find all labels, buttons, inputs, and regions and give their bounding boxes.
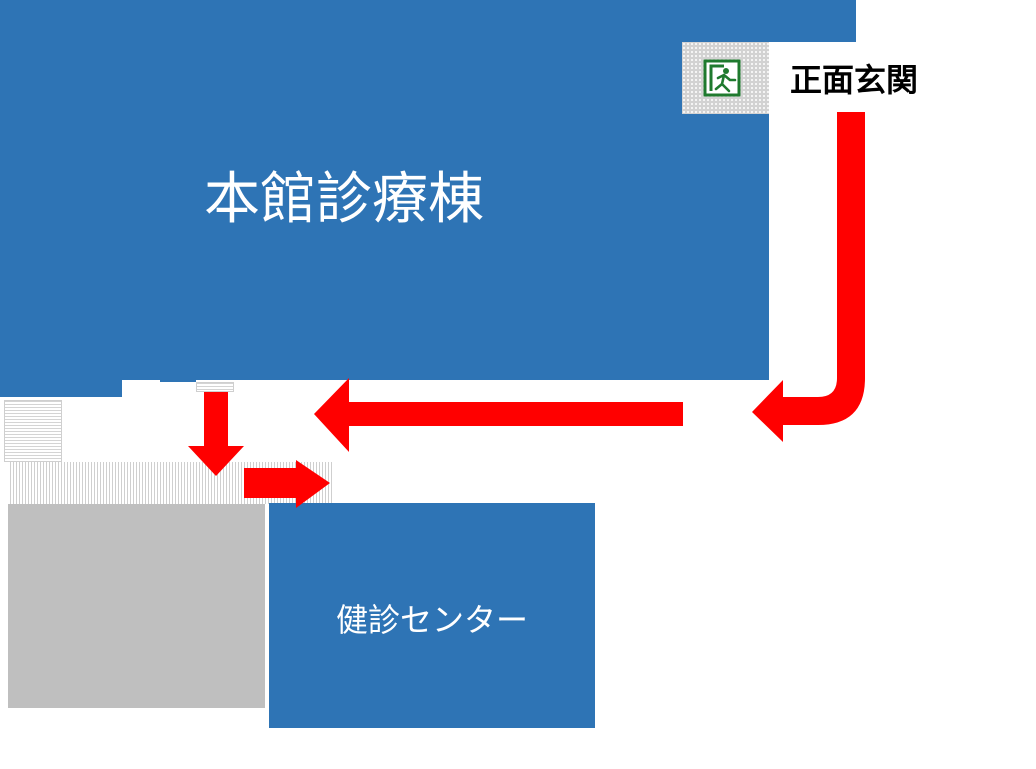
main-entrance-label: 正面玄関 <box>790 61 919 99</box>
route-arrow-entrance <box>752 112 865 442</box>
annex-building <box>8 504 265 708</box>
route-arrow-east <box>244 460 330 508</box>
stairs-middle <box>196 382 234 392</box>
main-building <box>0 42 682 380</box>
route-arrow-west <box>314 378 683 452</box>
main-building-lower-left <box>0 380 122 397</box>
emergency-exit-icon <box>703 59 741 97</box>
main-building-label: 本館診療棟 <box>204 167 484 232</box>
main-building-upper <box>0 0 856 42</box>
main-building-right-wing <box>682 114 769 380</box>
entrance-sign-box <box>682 42 769 114</box>
stairs-left <box>4 400 62 462</box>
route-arrow-down <box>188 392 244 476</box>
checkup-center-building <box>269 503 595 728</box>
checkup-center-label: 健診センター <box>335 601 528 639</box>
main-building-lower-mid <box>160 380 196 382</box>
